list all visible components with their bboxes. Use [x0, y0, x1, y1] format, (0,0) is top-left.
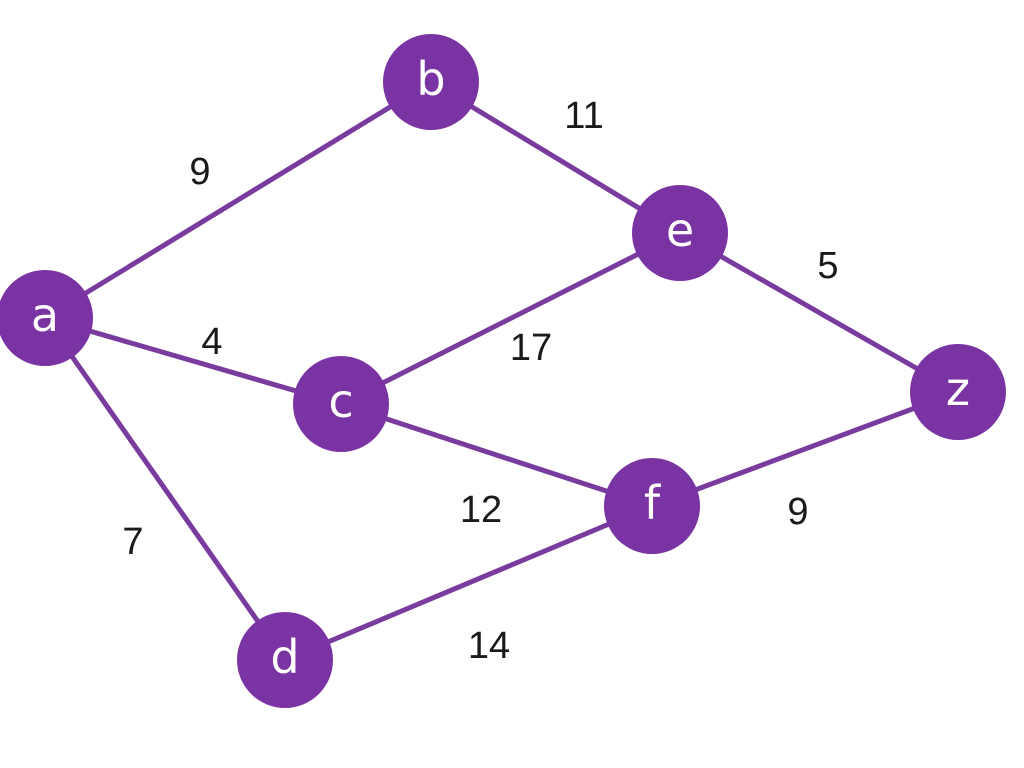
edge-weight-a-b: 9: [189, 151, 210, 193]
node-circle-b: [383, 34, 479, 130]
node-c: c: [293, 356, 389, 452]
edge-weight-a-c: 4: [201, 321, 222, 363]
edge-weight-c-f: 12: [460, 489, 502, 531]
node-label-a: a: [31, 288, 59, 342]
edge-b-e: [429, 79, 682, 236]
node-circle-e: [632, 185, 728, 281]
edge-weight-a-d: 7: [122, 521, 143, 563]
edge-d-f: [284, 503, 653, 663]
node-a: a: [0, 270, 93, 366]
edge-c-e: [339, 230, 682, 407]
edge-weights-layer: 9 4 7 11 17 12 14 5 9: [122, 95, 838, 667]
node-label-c: c: [328, 374, 353, 428]
edge-weight-c-e: 17: [510, 327, 552, 369]
node-d: d: [237, 612, 333, 708]
node-label-b: b: [416, 52, 445, 106]
node-circle-c: [293, 356, 389, 452]
edge-f-z: [651, 389, 959, 509]
node-label-e: e: [666, 203, 694, 257]
edge-weight-d-f: 14: [468, 625, 510, 667]
node-z: z: [910, 344, 1006, 440]
edge-weight-e-z: 5: [817, 245, 838, 287]
edge-a-d: [42, 316, 288, 662]
node-e: e: [632, 185, 728, 281]
node-b: b: [383, 34, 479, 130]
edge-e-z: [678, 230, 960, 395]
node-label-z: z: [946, 362, 970, 416]
node-label-d: d: [270, 630, 299, 684]
edge-weight-f-z: 9: [787, 491, 808, 533]
node-circle-f: [604, 458, 700, 554]
node-circle-z: [910, 344, 1006, 440]
node-label-f: f: [644, 476, 662, 530]
node-circle-a: [0, 270, 93, 366]
edge-weight-b-e: 11: [564, 95, 603, 137]
nodes-layer: a b c d e f z: [0, 34, 1006, 708]
edges-layer: [42, 79, 960, 663]
edge-c-f: [340, 401, 653, 509]
edge-a-b: [43, 79, 433, 321]
edge-a-c: [44, 315, 342, 407]
node-f: f: [604, 458, 700, 554]
node-circle-d: [237, 612, 333, 708]
